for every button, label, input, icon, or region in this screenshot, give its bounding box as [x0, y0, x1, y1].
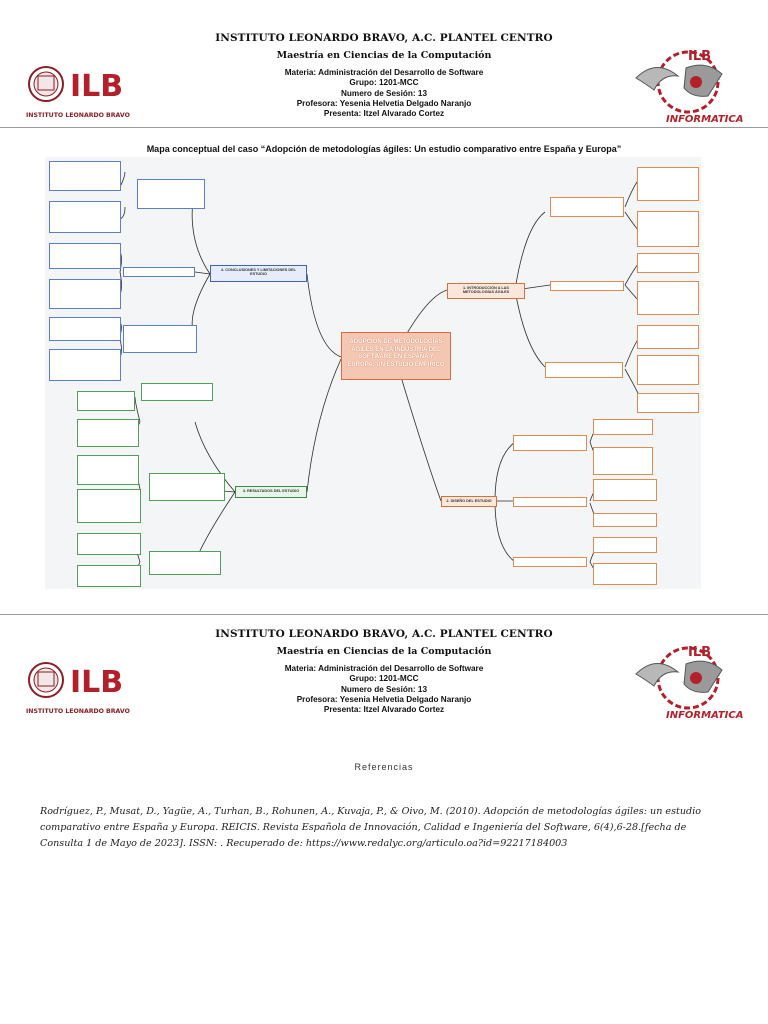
map-node [123, 267, 195, 277]
map-node [637, 325, 699, 349]
map-node [513, 435, 587, 451]
map-node [77, 565, 141, 587]
map-node [49, 201, 121, 233]
divider-middle [0, 614, 768, 615]
branch-introduccion: 1. INTRODUCCIÓN A LAS METODOLOGÍAS ÁGILE… [447, 283, 525, 299]
header-top: ILB INSTITUTO LEONARDO BRAVO INSTITUTO L… [0, 26, 768, 131]
map-node [77, 419, 139, 447]
map-node [141, 383, 213, 401]
map-node [593, 479, 657, 501]
references-citation: Rodríguez, P., Musat, D., Yagüe, A., Tur… [40, 806, 702, 849]
map-node [593, 513, 657, 527]
map-node [49, 349, 121, 381]
header-bottom: ILB INSTITUTO LEONARDO BRAVO INSTITUTO L… [0, 622, 768, 727]
ilb-logo: ILB INSTITUTO LEONARDO BRAVO [26, 66, 130, 119]
svg-text:ILB: ILB [70, 665, 123, 700]
map-node [637, 355, 699, 385]
divider-top [0, 127, 768, 128]
svg-text:ILB: ILB [70, 69, 123, 104]
presenter-line: Presenta: Itzel Alvarado Cortez [323, 705, 445, 715]
map-node [545, 362, 623, 378]
concept-map: ADOPCIÓN DE METODOLOGÍAS ÁGILES EN LA IN… [45, 157, 701, 589]
central-topic: ADOPCIÓN DE METODOLOGÍAS ÁGILES EN LA IN… [341, 332, 451, 380]
map-node [49, 161, 121, 191]
map-node [637, 393, 699, 413]
informatica-logo: ILB INFORMATICA [635, 49, 743, 125]
svg-text:INSTITUTO LEONARDO BRAVO: INSTITUTO LEONARDO BRAVO [26, 112, 130, 119]
map-node [637, 211, 699, 247]
program-name: Maestría en Ciencias de la Computación [276, 50, 492, 61]
map-node [593, 563, 657, 585]
map-node [149, 551, 221, 575]
map-node [637, 253, 699, 273]
map-node [123, 325, 197, 353]
map-title: Mapa conceptual del caso “Adopción de me… [146, 144, 622, 154]
group-line: Grupo: 1201-MCC [349, 674, 419, 684]
session-line: Numero de Sesión: 13 [341, 684, 427, 694]
svg-text:ILB: ILB [688, 645, 711, 660]
map-node [49, 243, 121, 269]
map-node [550, 281, 624, 291]
map-node [593, 447, 653, 475]
map-node [77, 391, 135, 411]
svg-text:INSTITUTO LEONARDO BRAVO: INSTITUTO LEONARDO BRAVO [26, 708, 130, 715]
map-node [49, 317, 121, 341]
teacher-line: Profesora: Yesenia Helvetia Delgado Nara… [296, 694, 472, 704]
branch-resultados: 3. RESULTADOS DEL ESTUDIO [235, 486, 307, 498]
map-node [137, 179, 205, 209]
map-node [637, 281, 699, 315]
map-node [513, 497, 587, 507]
presenter-line: Presenta: Itzel Alvarado Cortez [323, 109, 445, 119]
session-line: Numero de Sesión: 13 [341, 88, 427, 98]
svg-text:ILB: ILB [688, 49, 711, 64]
ilb-logo: ILB INSTITUTO LEONARDO BRAVO [26, 662, 130, 715]
subject-line: Materia: Administración del Desarrollo d… [284, 664, 484, 673]
institution-name: INSTITUTO LEONARDO BRAVO, A.C. PLANTEL C… [215, 628, 553, 640]
map-node [593, 537, 657, 553]
map-node [77, 533, 141, 555]
map-node [513, 557, 587, 567]
map-node [49, 279, 121, 309]
teacher-line: Profesora: Yesenia Helvetia Delgado Nara… [296, 98, 472, 108]
group-line: Grupo: 1201-MCC [349, 78, 419, 88]
map-node [637, 167, 699, 201]
references-title: Referencias [354, 762, 414, 772]
institution-name: INSTITUTO LEONARDO BRAVO, A.C. PLANTEL C… [215, 32, 553, 44]
branch-conclusiones: 4. CONCLUSIONES Y LIMITACIONES DEL ESTUD… [210, 265, 307, 282]
informatica-logo: ILB INFORMATICA [635, 645, 743, 721]
subject-line: Materia: Administración del Desarrollo d… [284, 68, 484, 77]
branch-diseno: 2. DISEÑO DEL ESTUDIO [441, 496, 497, 507]
svg-text:INFORMATICA: INFORMATICA [666, 710, 743, 721]
map-node [550, 197, 624, 217]
svg-text:INFORMATICA: INFORMATICA [666, 114, 743, 125]
program-name: Maestría en Ciencias de la Computación [276, 646, 492, 657]
map-node [77, 455, 139, 485]
map-node [77, 489, 141, 523]
map-node [593, 419, 653, 435]
map-node [149, 473, 225, 501]
